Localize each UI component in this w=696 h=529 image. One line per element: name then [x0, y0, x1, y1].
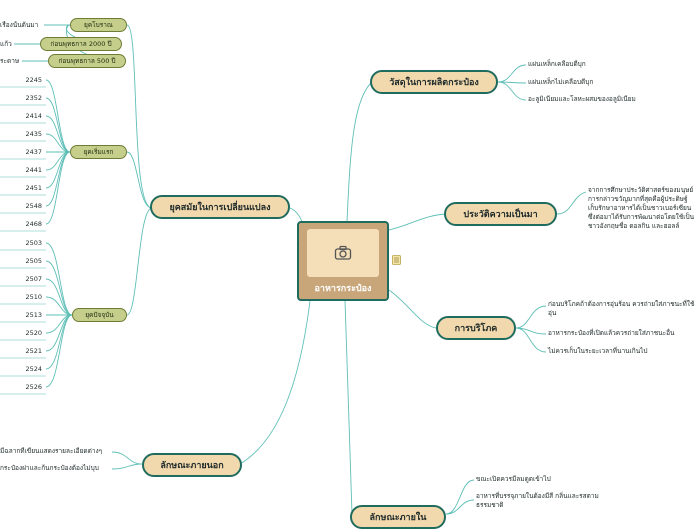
materials-item: อะลูมิเนียมและโลหะผสมของอลูมิเนียม — [528, 95, 636, 103]
branch-outer[interactable]: ลักษณะภายนอก — [142, 453, 242, 477]
modern-year: 2513 — [25, 311, 42, 319]
modern-year: 2507 — [25, 275, 42, 283]
image-placeholder — [307, 229, 379, 277]
era-ancient[interactable]: ยุคโบราณ — [70, 18, 127, 32]
early-year: 2437 — [25, 148, 42, 156]
early-year: 2435 — [25, 130, 42, 138]
outer-item: กระป๋องฝาและก้นกระป๋องต้องไม่บุบ — [0, 464, 112, 473]
era-ancient-child[interactable]: ก่อนพุทธกาล 2000 ปี — [40, 37, 122, 51]
inner-item: ขณะเปิดควรมีลมดูดเข้าไป — [476, 475, 551, 483]
era-modern-label: ยุคปัจจุบัน — [85, 311, 114, 319]
modern-year: 2505 — [25, 257, 42, 265]
materials-item: แผ่นเหล็กเคลือบดีบุก — [528, 60, 586, 68]
branch-eras[interactable]: ยุคสมัยในการเปลี่ยนแปลง — [150, 195, 290, 219]
early-year: 2245 — [25, 76, 42, 84]
branch-history-label: ประวัติความเป็นมา — [463, 210, 538, 220]
branch-consumption[interactable]: การบริโภค — [436, 316, 516, 340]
early-year: 2548 — [25, 202, 42, 210]
branch-materials[interactable]: วัสดุในการผลิตกระป๋อง — [370, 70, 498, 94]
branch-outer-label: ลักษณะภายนอก — [160, 461, 224, 471]
early-year: 2451 — [25, 184, 42, 192]
branch-eras-label: ยุคสมัยในการเปลี่ยนแปลง — [169, 203, 271, 213]
branch-materials-label: วัสดุในการผลิตกระป๋อง — [389, 78, 479, 88]
consumption-item: ก่อนบริโภคถ้าต้องการอุ่นร้อน ควรถ่ายใส่ภ… — [548, 300, 695, 317]
ancient-child-text: แก้ว — [0, 40, 12, 48]
branch-consumption-label: การบริโภค — [454, 324, 498, 334]
central-title: อาหารกระป๋อง — [314, 284, 372, 294]
outer-item-text: มีฉลากที่เขียนแสดงรายละเอียดต่างๆ — [0, 447, 103, 455]
modern-year: 2503 — [25, 239, 42, 247]
central-topic[interactable]: อาหารกระป๋อง — [297, 221, 389, 301]
ancient-text: เรื่องนั้นต้นมา — [0, 21, 44, 30]
inner-item: อาหารที่บรรจุภายในต้องมีสี กลิ่นและรสตาม… — [476, 492, 599, 509]
outer-item: มีฉลากที่เขียนแสดงรายละเอียดต่างๆ — [0, 447, 112, 456]
era-ancient-label: ยุคโบราณ — [84, 21, 113, 29]
ancient-text-value: เรื่องนั้นต้นมา — [0, 21, 39, 29]
consumption-item: ไม่ควรเก็บในระยะเวลาที่นานเกินไป — [548, 347, 648, 355]
era-modern[interactable]: ยุคปัจจุบัน — [72, 308, 127, 322]
branch-inner-label: ลักษณะภายใน — [369, 513, 427, 523]
modern-year: 2521 — [25, 347, 42, 355]
early-year: 2414 — [25, 112, 42, 120]
era-early-label: ยุคเริ่มแรก — [83, 148, 114, 156]
modern-year: 2510 — [25, 293, 42, 301]
era-ancient-child[interactable]: ก่อนพุทธกาล 500 ปี — [48, 54, 126, 68]
modern-year: 2524 — [25, 365, 42, 373]
era-early[interactable]: ยุคเริ่มแรก — [70, 145, 127, 159]
camera-icon — [334, 245, 352, 260]
early-year: 2468 — [25, 220, 42, 228]
consumption-item: อาหารกระป๋องที่เปิดแล้วควรถ่ายใส่ภาชนะอื… — [548, 329, 675, 337]
materials-item: แผ่นเหล็กไม่เคลือบดีบุก — [528, 78, 594, 86]
ancient-child-text: ระดาษ — [0, 57, 20, 65]
early-year: 2352 — [25, 94, 42, 102]
history-text: จากการศึกษาประวัติศาสตร์ของมนุษย์ การกล่… — [588, 186, 695, 230]
era-ancient-child-label: ก่อนพุทธกาล 2000 ปี — [50, 40, 112, 48]
notes-icon[interactable] — [392, 255, 401, 265]
modern-year: 2520 — [25, 329, 42, 337]
branch-inner[interactable]: ลักษณะภายใน — [350, 505, 446, 529]
modern-year: 2526 — [25, 383, 42, 391]
branch-history[interactable]: ประวัติความเป็นมา — [444, 202, 557, 226]
outer-item-text: กระป๋องฝาและก้นกระป๋องต้องไม่บุบ — [0, 464, 99, 472]
early-year: 2441 — [25, 166, 42, 174]
era-ancient-child-label: ก่อนพุทธกาล 500 ปี — [58, 57, 116, 65]
